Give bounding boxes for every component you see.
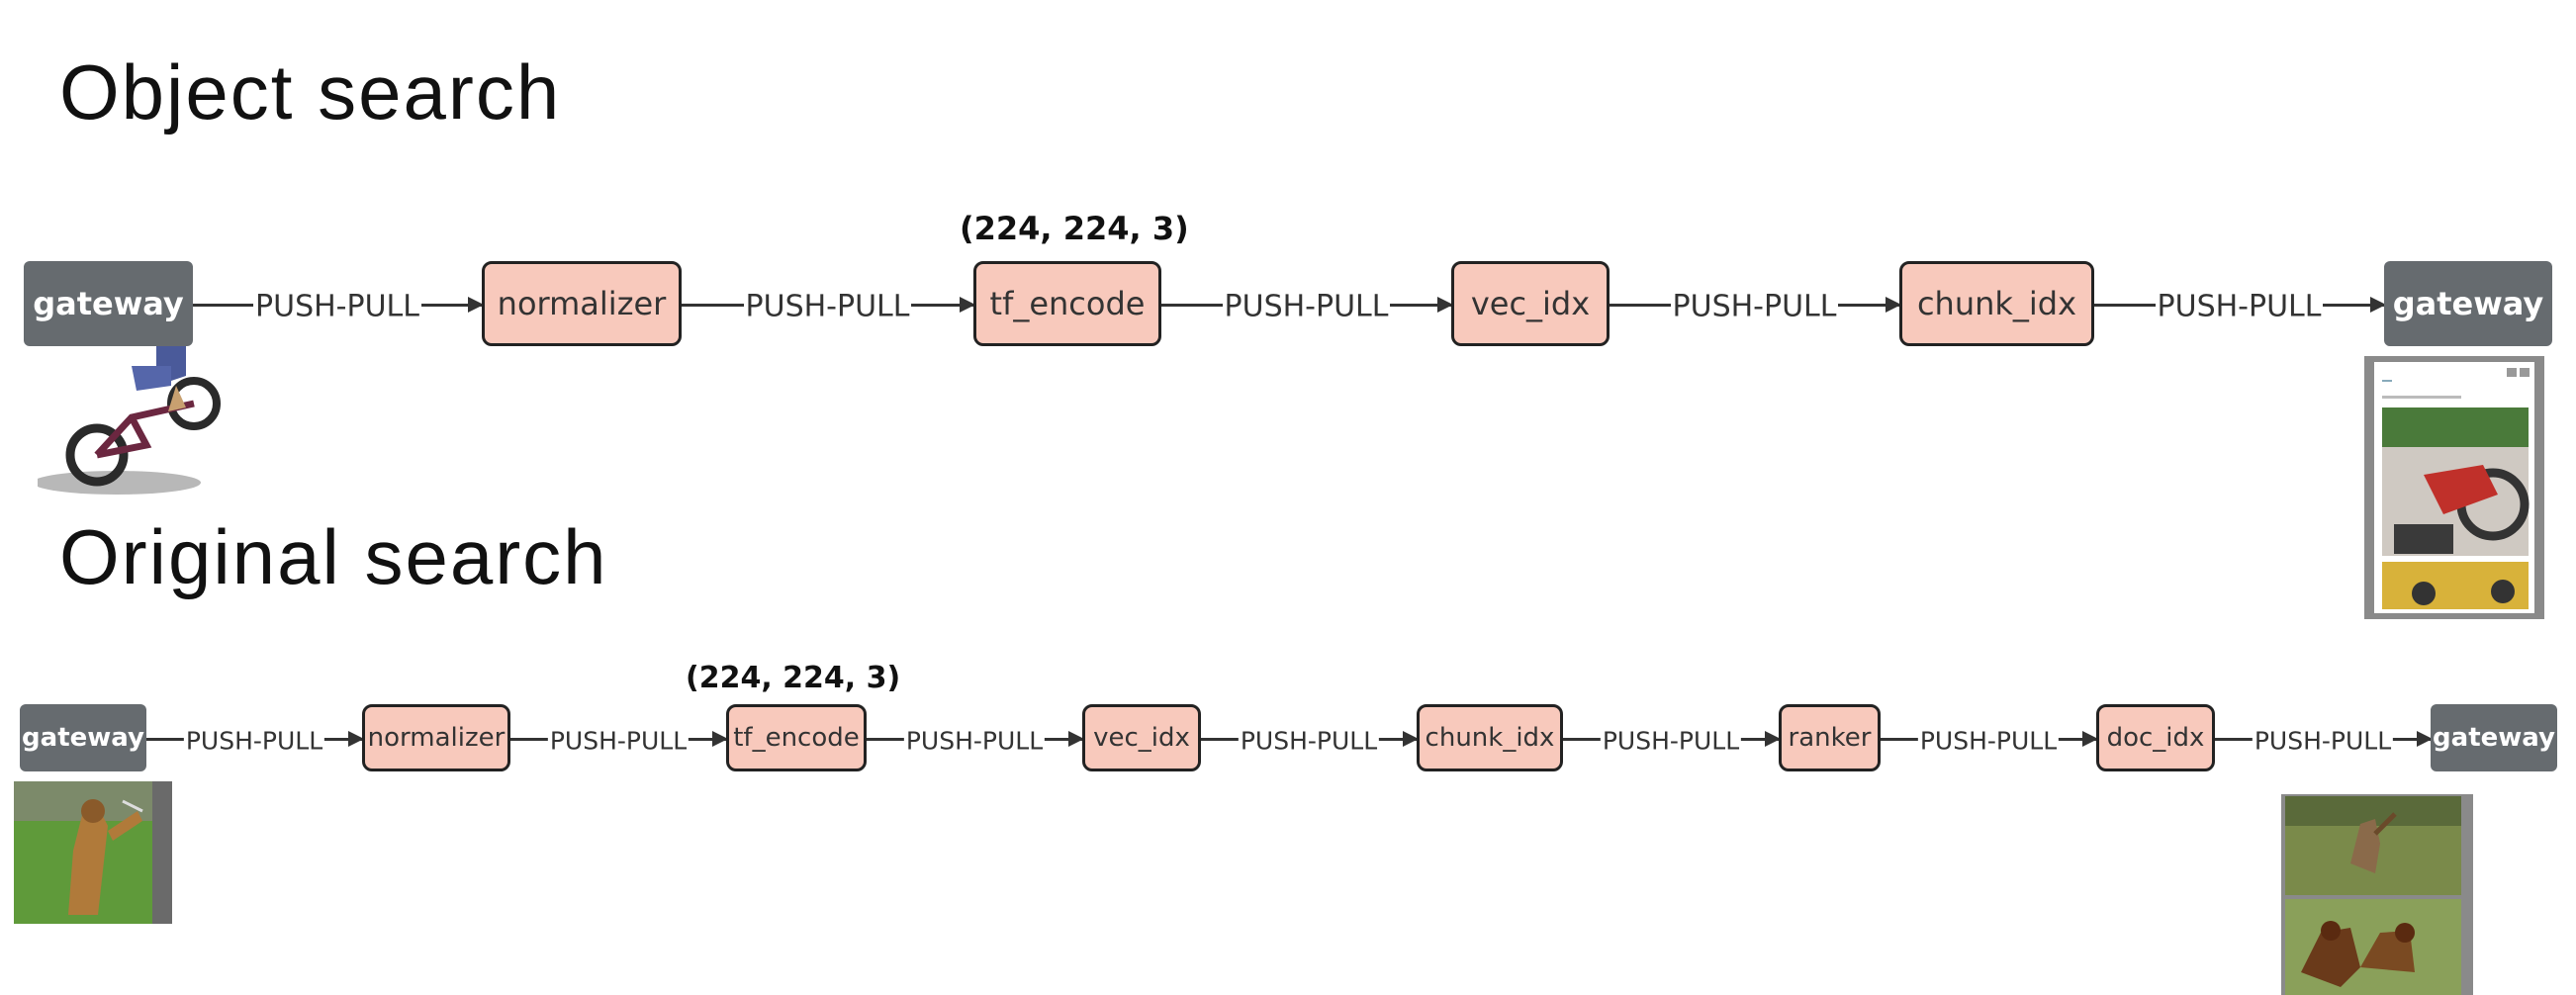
object-search-edge-3: PUSH-PULL	[1161, 289, 1453, 324]
object-search-flow: gateway PUSH-PULL normalizer PUSH-PULL t…	[0, 261, 2576, 346]
object-search-node-chunk-idx[interactable]: chunk_idx	[1899, 261, 2094, 346]
dog-photo	[14, 781, 172, 924]
dog-results-photos	[2281, 794, 2473, 995]
original-search-node-tf-encode-label: tf_encode	[733, 723, 860, 753]
original-search-edge-7-label: PUSH-PULL	[2252, 726, 2394, 756]
object-search-node-tf-encode-label: tf_encode	[989, 285, 1146, 322]
original-search-edge-4-label: PUSH-PULL	[1238, 726, 1380, 756]
object-search-node-vec-idx[interactable]: vec_idx	[1451, 261, 1610, 346]
original-search-edge-3-label: PUSH-PULL	[903, 726, 1046, 756]
object-search-edge-4: PUSH-PULL	[1610, 289, 1901, 324]
original-search-edge-2-label: PUSH-PULL	[547, 726, 690, 756]
original-search-node-vec-idx-label: vec_idx	[1093, 723, 1190, 753]
object-search-shape-label: (224, 224, 3)	[960, 210, 1189, 247]
original-search-node-tf-encode[interactable]: tf_encode	[726, 704, 867, 771]
object-search-node-normalizer[interactable]: normalizer	[482, 261, 682, 346]
object-search-edge-1: PUSH-PULL	[193, 289, 484, 324]
original-search-node-vec-idx[interactable]: vec_idx	[1082, 704, 1201, 771]
object-search-node-normalizer-label: normalizer	[497, 285, 667, 322]
original-search-gateway-in[interactable]: gateway	[20, 704, 146, 771]
original-search-edge-5-label: PUSH-PULL	[1600, 726, 1742, 756]
original-search-edge-7: PUSH-PULL	[2215, 726, 2433, 756]
original-search-edge-2: PUSH-PULL	[510, 726, 728, 756]
object-search-edge-2: PUSH-PULL	[682, 289, 975, 324]
original-search-node-chunk-idx-label: chunk_idx	[1425, 723, 1555, 753]
object-search-edge-5: PUSH-PULL	[2094, 289, 2386, 324]
original-search-gateway-out[interactable]: gateway	[2431, 704, 2557, 771]
bicycle-photo	[38, 346, 226, 499]
original-search-node-ranker-label: ranker	[1788, 723, 1872, 753]
original-search-node-doc-idx[interactable]: doc_idx	[2096, 704, 2215, 771]
object-search-edge-5-label: PUSH-PULL	[2155, 289, 2324, 324]
original-search-edge-1: PUSH-PULL	[146, 726, 364, 756]
original-search-node-normalizer[interactable]: normalizer	[362, 704, 510, 771]
original-search-flow: gateway PUSH-PULL normalizer PUSH-PULL t…	[0, 704, 2576, 771]
object-search-edge-2-label: PUSH-PULL	[743, 289, 912, 324]
original-search-edge-3: PUSH-PULL	[867, 726, 1084, 756]
object-search-node-tf-encode[interactable]: tf_encode	[973, 261, 1161, 346]
object-search-edge-1-label: PUSH-PULL	[253, 289, 421, 324]
original-search-edge-1-label: PUSH-PULL	[183, 726, 325, 756]
original-search-shape-label: (224, 224, 3)	[686, 661, 901, 695]
original-search-node-chunk-idx[interactable]: chunk_idx	[1417, 704, 1563, 771]
original-search-title: Original search	[59, 513, 608, 600]
motorcycle-results-screenshot	[2364, 356, 2544, 619]
original-search-edge-5: PUSH-PULL	[1563, 726, 1781, 756]
original-search-node-doc-idx-label: doc_idx	[2106, 723, 2205, 753]
object-search-edge-3-label: PUSH-PULL	[1222, 289, 1391, 324]
original-search-edge-6: PUSH-PULL	[1881, 726, 2098, 756]
object-search-edge-4-label: PUSH-PULL	[1670, 289, 1839, 324]
object-search-gateway-in[interactable]: gateway	[24, 261, 193, 346]
object-search-node-chunk-idx-label: chunk_idx	[1916, 285, 2077, 322]
original-search-edge-4: PUSH-PULL	[1201, 726, 1419, 756]
object-search-node-vec-idx-label: vec_idx	[1470, 285, 1591, 322]
original-search-edge-6-label: PUSH-PULL	[1917, 726, 2060, 756]
original-search-node-normalizer-label: normalizer	[367, 723, 506, 753]
object-search-title: Object search	[59, 48, 562, 136]
object-search-gateway-out[interactable]: gateway	[2384, 261, 2552, 346]
original-search-node-ranker[interactable]: ranker	[1779, 704, 1881, 771]
